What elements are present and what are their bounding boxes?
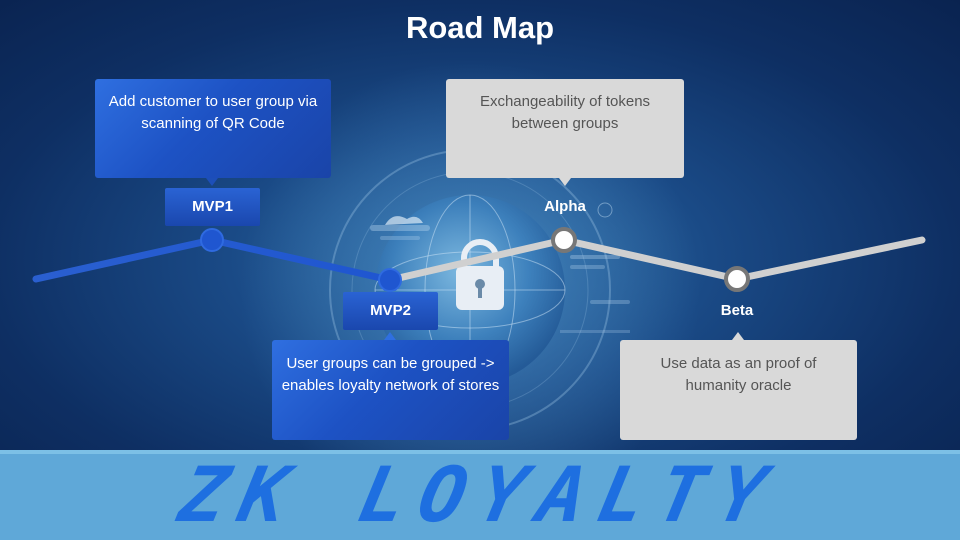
milestone-label-alpha: Alpha [544,198,586,215]
milestone-callout-beta: Use data as an proof of humanity oracle [620,332,857,440]
milestone-description: Add customer to user group via scanning … [108,93,318,132]
milestone-dot-mvp2 [378,268,402,292]
callout-pointer [384,332,396,340]
planned-route-line [386,236,926,284]
brand-wordmark: ZK LOYALTY [171,450,789,539]
milestone-dot-beta [724,266,750,292]
milestone-callout-mvp1: Add customer to user group via scanning … [95,79,331,186]
roadmap-timeline [32,227,926,292]
milestone-description: Exchangeability of tokens between groups [479,93,651,132]
callout-pointer [559,178,571,186]
footer-divider [0,450,960,454]
milestone-description: Use data as an proof of humanity oracle [660,355,817,394]
milestone-dot-mvp1 [200,228,224,252]
milestone-label-mvp2: MVP2 [343,292,438,330]
milestone-callout-alpha: Exchangeability of tokens between groups [446,79,684,186]
milestone-label-beta: Beta [720,302,754,319]
milestone-callout-mvp2: User groups can be grouped -> enables lo… [272,332,509,440]
callout-pointer [206,178,218,186]
page-title: Road Map [405,10,555,45]
callout-pointer [732,332,744,340]
footer-banner: ZK LOYALTY [0,450,960,540]
milestone-dot-alpha [551,227,577,253]
milestone-label-mvp1: MVP1 [165,188,260,226]
milestone-description: User groups can be grouped -> enables lo… [281,355,500,394]
